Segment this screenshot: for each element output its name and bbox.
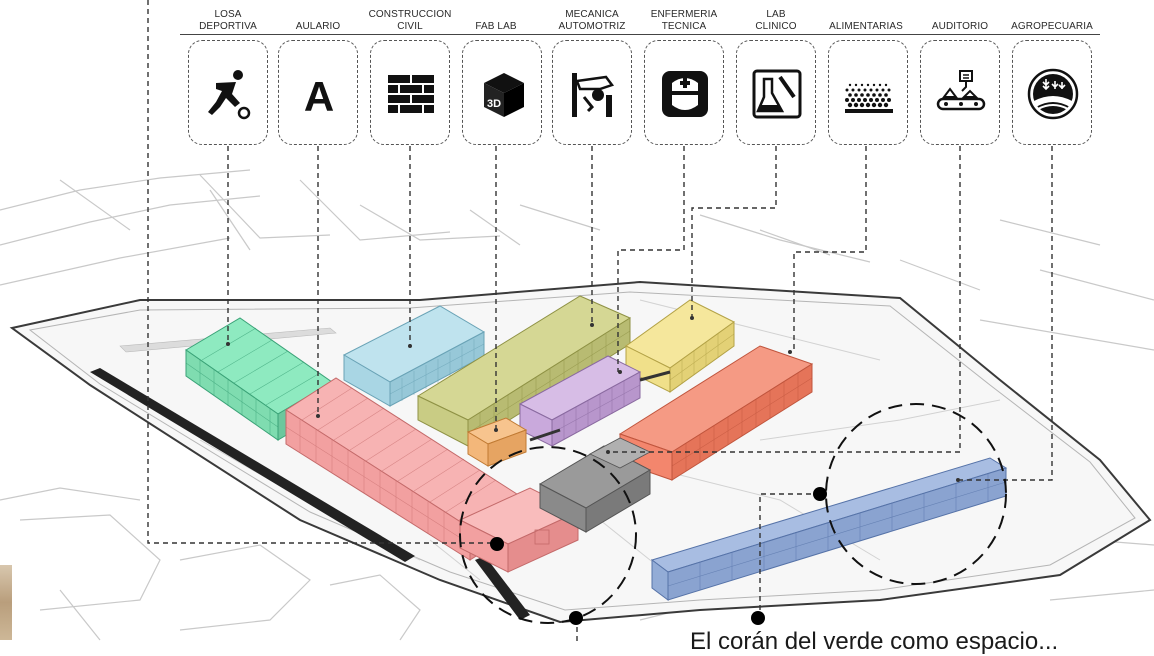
building-lab-clinico[interactable] [625, 299, 735, 393]
focus-circles [459, 403, 1007, 624]
icon-box-construccion-civil[interactable] [370, 40, 450, 145]
label-lab-clinico: LAB CLINICO [728, 9, 824, 35]
label-aulario: AULARIO [270, 21, 366, 35]
icon-box-enfermeria-tecnica[interactable] [644, 40, 724, 145]
letter-a-glyph: A [304, 73, 334, 120]
label-alimentarias: ALIMENTARIAS [818, 21, 914, 35]
letter-a-icon: A [304, 73, 334, 120]
icon-box-mecanica-automotriz[interactable] [552, 40, 632, 145]
label-mecanica-automotriz: MECANICA AUTOMOTRIZ [544, 9, 640, 35]
brick-wall-icon [388, 75, 434, 113]
icon-box-aulario[interactable]: A [278, 40, 358, 145]
label-losa-deportiva: LOSA DEPORTIVA [180, 9, 276, 35]
flask-icon [752, 69, 802, 119]
nurse-cap-icon [662, 71, 708, 117]
marker-circle-bottom [569, 611, 583, 625]
caption-text: El corán del verde como espacio... [690, 628, 1059, 655]
focus-circle-aulario [459, 446, 637, 624]
icon-box-lab-clinico[interactable] [736, 40, 816, 145]
3d-cube-glyph: 3D [487, 98, 501, 110]
icon-box-agropecuaria[interactable] [1012, 40, 1092, 145]
leader-dots [226, 316, 960, 482]
icon-box-fab-lab[interactable]: 3D [462, 40, 542, 145]
photo-edge-texture [0, 565, 12, 640]
conveyor-machine-icon [936, 70, 986, 111]
3d-cube-icon: 3D [484, 73, 524, 117]
building-auditorio[interactable] [538, 437, 652, 533]
building-alimentarias[interactable] [618, 345, 814, 481]
focus-circle-agropecuaria [825, 403, 1007, 585]
label-fab-lab: FAB LAB [448, 21, 544, 35]
marker-agropecuaria [813, 487, 827, 501]
label-auditorio: AUDITORIO [912, 21, 1008, 35]
car-lift-icon [572, 73, 615, 117]
marker-bottom-right [751, 611, 765, 625]
marker-aulario [490, 537, 504, 551]
soccer-player-icon [208, 70, 251, 120]
farm-field-icon [1027, 68, 1079, 120]
markers [490, 487, 827, 625]
wall-segment [475, 556, 530, 620]
icon-box-losa-deportiva[interactable] [188, 40, 268, 145]
building-mecanica-automotriz[interactable] [416, 295, 632, 447]
icon-box-auditorio[interactable] [920, 40, 1000, 145]
label-enfermeria-tecnica: ENFERMERIA TECNICA [636, 9, 732, 35]
label-agropecuaria: AGROPECUARIA [1004, 21, 1100, 35]
grain-pattern-icon [845, 83, 893, 113]
building-agropecuaria[interactable] [650, 457, 1008, 601]
leader-lines [147, 0, 1053, 645]
building-construccion-civil[interactable] [342, 305, 486, 407]
icon-box-alimentarias[interactable] [828, 40, 908, 145]
perimeter-wall [90, 368, 415, 562]
label-construccion-civil: CONSTRUCCION CIVIL [362, 9, 458, 35]
